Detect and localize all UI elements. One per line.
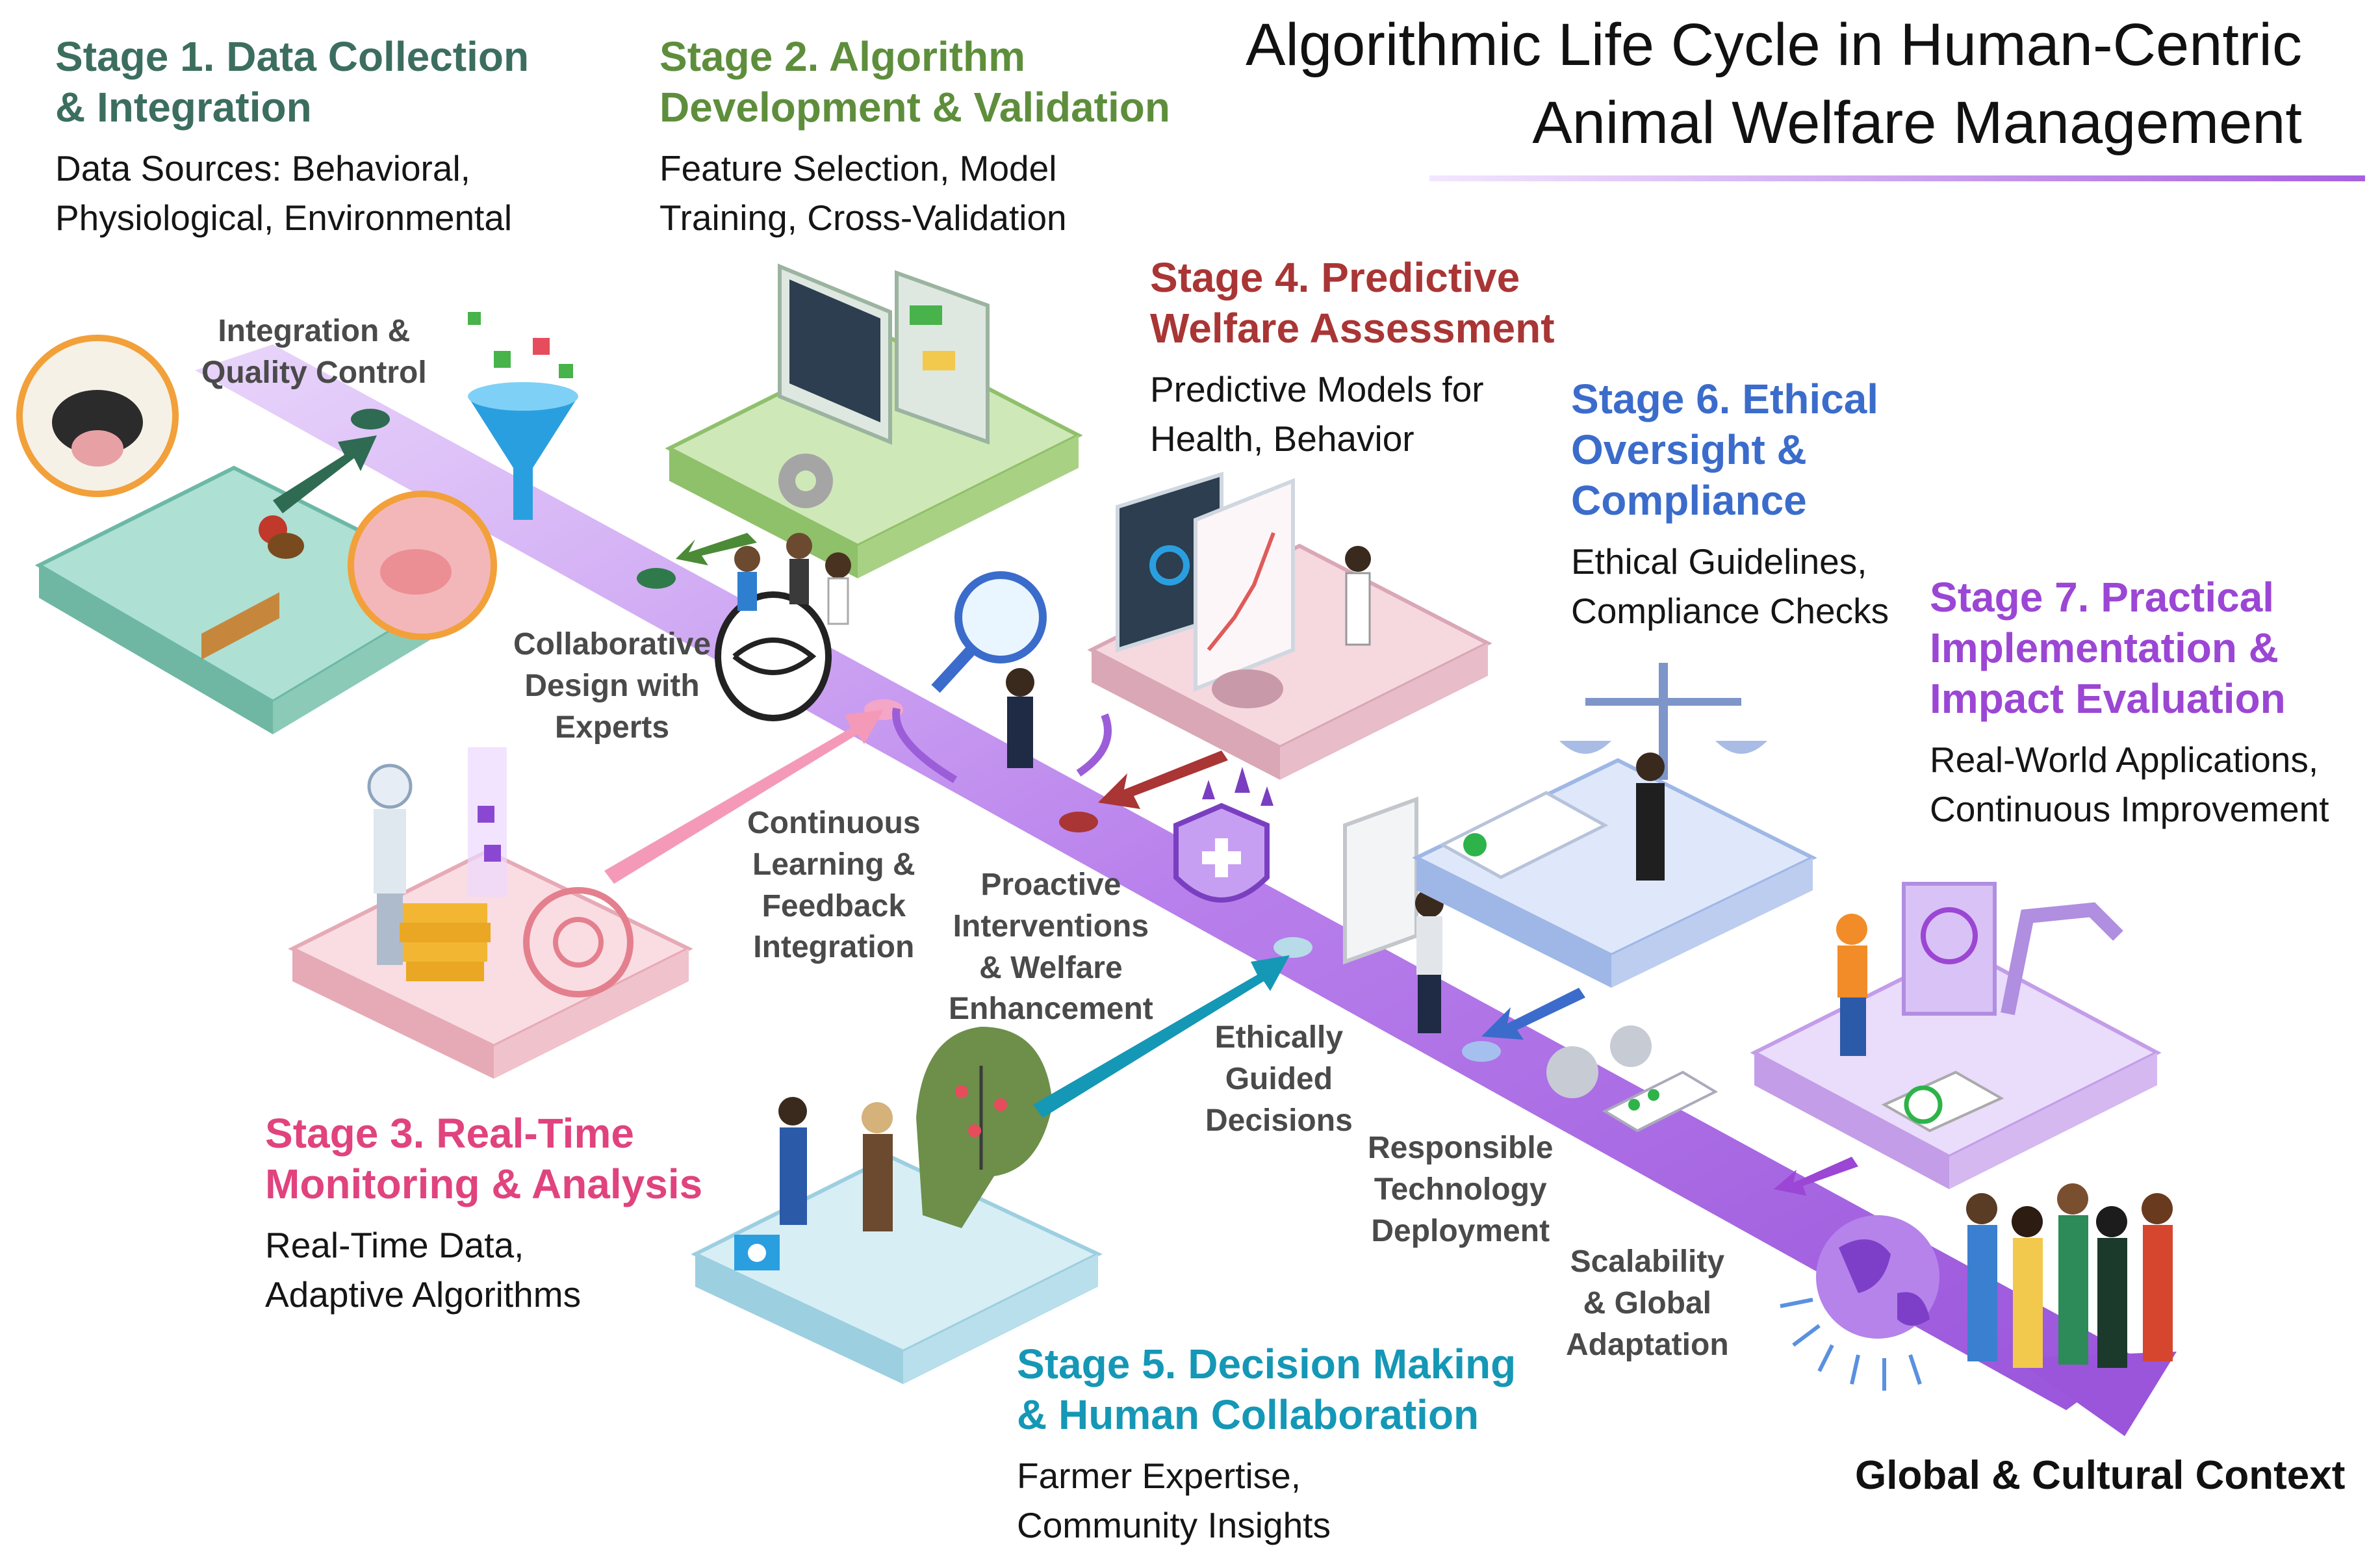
people-team-icon bbox=[734, 533, 851, 625]
stage5-desc: Farmer Expertise, Community Insights bbox=[1017, 1456, 1331, 1546]
robot-arm-icon bbox=[1902, 882, 2123, 1016]
chart-icon bbox=[1116, 471, 1295, 692]
stage4-title: Stage 4. Predictive Welfare Assessment bbox=[1150, 254, 1555, 352]
flow-label-responsible: Responsible Technology Deployment bbox=[1368, 1131, 1554, 1248]
brain-tree-icon bbox=[916, 1027, 1053, 1228]
robot-icon bbox=[367, 764, 413, 965]
stage4-arrow bbox=[1098, 751, 1228, 809]
stage6-arrow bbox=[1481, 988, 1585, 1040]
path-node bbox=[1462, 1041, 1501, 1062]
farmers-icon bbox=[778, 1097, 893, 1231]
computer-icon bbox=[778, 263, 990, 445]
checklist-icon bbox=[1546, 1025, 1719, 1133]
spread-arrows bbox=[1780, 1298, 1922, 1391]
path-arrowhead bbox=[2014, 1352, 2177, 1436]
document-icon bbox=[1439, 791, 1609, 879]
stage7-desc: Real-World Applications, Continuous Impr… bbox=[1930, 740, 2329, 830]
first-aid-icon bbox=[734, 1235, 780, 1270]
flow-label-integration: Integration & Quality Control bbox=[201, 314, 427, 390]
stage2-arrow bbox=[676, 533, 757, 565]
stage2-block: Stage 2. Algorithm Development & Validat… bbox=[659, 31, 1170, 243]
cycle-arrow bbox=[892, 707, 958, 784]
stage5-block: Stage 5. Decision Making & Human Collabo… bbox=[1017, 1339, 1516, 1551]
chicken-icon bbox=[259, 515, 304, 559]
flow-label-scalability: Scalability & Global Adaptation bbox=[1566, 1244, 1729, 1362]
magnifier-icon bbox=[931, 571, 1047, 768]
funnel-icon bbox=[468, 312, 578, 520]
page-title: Algorithmic Life Cycle in Human-Centric … bbox=[1246, 12, 2302, 156]
scientist-icon bbox=[1345, 546, 1371, 646]
stage1-arrow bbox=[273, 435, 377, 513]
stage3-arrow bbox=[604, 710, 884, 884]
stage6-title: Stage 6. Ethical Oversight & Compliance bbox=[1571, 376, 1879, 524]
stage6-desc: Ethical Guidelines, Compliance Checks bbox=[1571, 541, 1889, 632]
global-context-label: Global & Cultural Context bbox=[1855, 1453, 2346, 1498]
path-node bbox=[351, 409, 390, 430]
flow-label-continuous: Continuous Learning & Feedback Integrati… bbox=[747, 806, 921, 965]
stage2-title: Stage 2. Algorithm Development & Validat… bbox=[659, 33, 1170, 131]
path-node bbox=[1059, 812, 1098, 832]
stage1-block: Stage 1. Data Collection & Integration D… bbox=[55, 31, 529, 243]
stage4-block: Stage 4. Predictive Welfare Assessment P… bbox=[1150, 252, 1555, 464]
gear-icon bbox=[778, 454, 833, 508]
cycle-arrow bbox=[1076, 713, 1112, 777]
data-cubes-icon bbox=[468, 747, 507, 897]
cycle-icon bbox=[523, 887, 633, 997]
stage6-block: Stage 6. Ethical Oversight & Compliance … bbox=[1571, 374, 1889, 636]
books-icon bbox=[400, 903, 491, 981]
stage3-desc: Real-Time Data, Adaptive Algorithms bbox=[265, 1225, 582, 1315]
path-node bbox=[1273, 937, 1312, 958]
stage7-arrow bbox=[1774, 1157, 1858, 1196]
cow-silhouette-icon bbox=[1212, 669, 1283, 708]
flow-label-ethically: Ethically Guided Decisions bbox=[1205, 1020, 1353, 1138]
feeder bbox=[201, 592, 279, 660]
scales-icon bbox=[1559, 663, 1767, 780]
stage1-title: Stage 1. Data Collection & Integration bbox=[55, 33, 530, 131]
stage1-desc: Data Sources: Behavioral, Physiological,… bbox=[55, 148, 513, 238]
path-node bbox=[637, 568, 676, 589]
title-underline bbox=[1429, 175, 2365, 181]
stage2-desc: Feature Selection, Model Training, Cross… bbox=[659, 148, 1067, 238]
stage3-block: Stage 3. Real-Time Monitoring & Analysis… bbox=[265, 1108, 702, 1320]
stage7-block: Stage 7. Practical Implementation & Impa… bbox=[1930, 572, 2329, 834]
stage4-desc: Predictive Models for Health, Behavior bbox=[1150, 369, 1484, 459]
flow-label-proactive: Proactive Interventions & Welfare Enhanc… bbox=[949, 868, 1153, 1027]
lifecycle-path bbox=[195, 344, 2138, 1410]
stage5-arrow bbox=[1033, 955, 1290, 1118]
stage5-title: Stage 5. Decision Making & Human Collabo… bbox=[1017, 1341, 1516, 1439]
globe-icon bbox=[1816, 1215, 1939, 1339]
shield-plus-icon bbox=[1173, 767, 1273, 903]
officer-icon bbox=[1636, 753, 1665, 881]
stage3-title: Stage 3. Real-Time Monitoring & Analysis bbox=[265, 1110, 703, 1208]
people-icon bbox=[1966, 1183, 2173, 1368]
flow-label-collaborative: Collaborative Design with Experts bbox=[513, 627, 711, 745]
worker-icon bbox=[1836, 914, 1867, 1056]
handshake-icon bbox=[715, 591, 832, 721]
stage7-title: Stage 7. Practical Implementation & Impa… bbox=[1930, 574, 2286, 723]
evaluation-chart-icon bbox=[1881, 1070, 2004, 1133]
